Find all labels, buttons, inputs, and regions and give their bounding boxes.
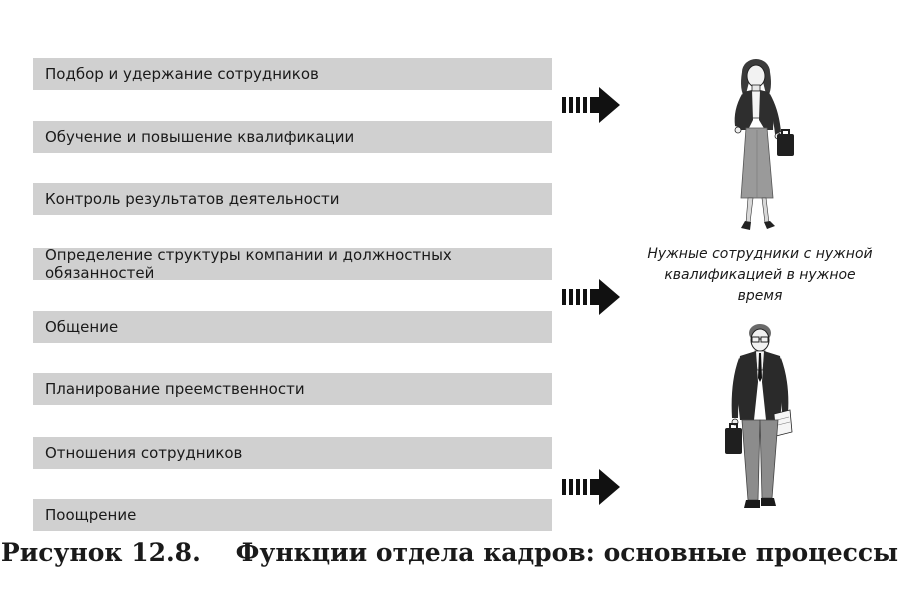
function-bar-succession: Планирование преемственности — [33, 373, 552, 405]
function-bar-rewards: Поощрение — [33, 499, 552, 531]
function-bar-recruitment: Подбор и удержание сотрудников — [33, 58, 552, 90]
function-label: Отношения сотрудников — [45, 444, 243, 462]
result-caption-line-2: квалификацией в нужное — [664, 267, 856, 283]
result-caption: Нужные сотрудники с нужной квалификацией… — [640, 244, 880, 307]
businessman-icon — [718, 322, 808, 526]
function-bar-performance: Контроль результатов деятельности — [33, 183, 552, 215]
function-bar-training: Обучение и повышение квалификации — [33, 121, 552, 153]
function-label: Обучение и повышение квалификации — [45, 128, 355, 146]
function-label: Контроль результатов деятельности — [45, 190, 340, 208]
result-caption-line-3: время — [737, 288, 783, 304]
function-bar-relations: Отношения сотрудников — [33, 437, 552, 469]
striped-arrow-right-icon — [562, 279, 620, 315]
function-label: Поощрение — [45, 506, 137, 524]
businesswoman-icon — [715, 58, 805, 242]
striped-arrow-right-icon — [562, 87, 620, 123]
function-label: Определение структуры компании и должнос… — [45, 246, 452, 282]
function-label: Подбор и удержание сотрудников — [45, 65, 319, 83]
function-label: Общение — [45, 318, 119, 336]
result-caption-line-1: Нужные сотрудники с нужной — [647, 246, 873, 262]
function-bar-communication: Общение — [33, 311, 552, 343]
function-label: Планирование преемственности — [45, 380, 305, 398]
figure-title: Рисунок 12.8. Функции отдела кадров: осн… — [0, 538, 899, 567]
function-bar-structure: Определение структуры компании и должнос… — [33, 246, 552, 282]
striped-arrow-right-icon — [562, 469, 620, 505]
